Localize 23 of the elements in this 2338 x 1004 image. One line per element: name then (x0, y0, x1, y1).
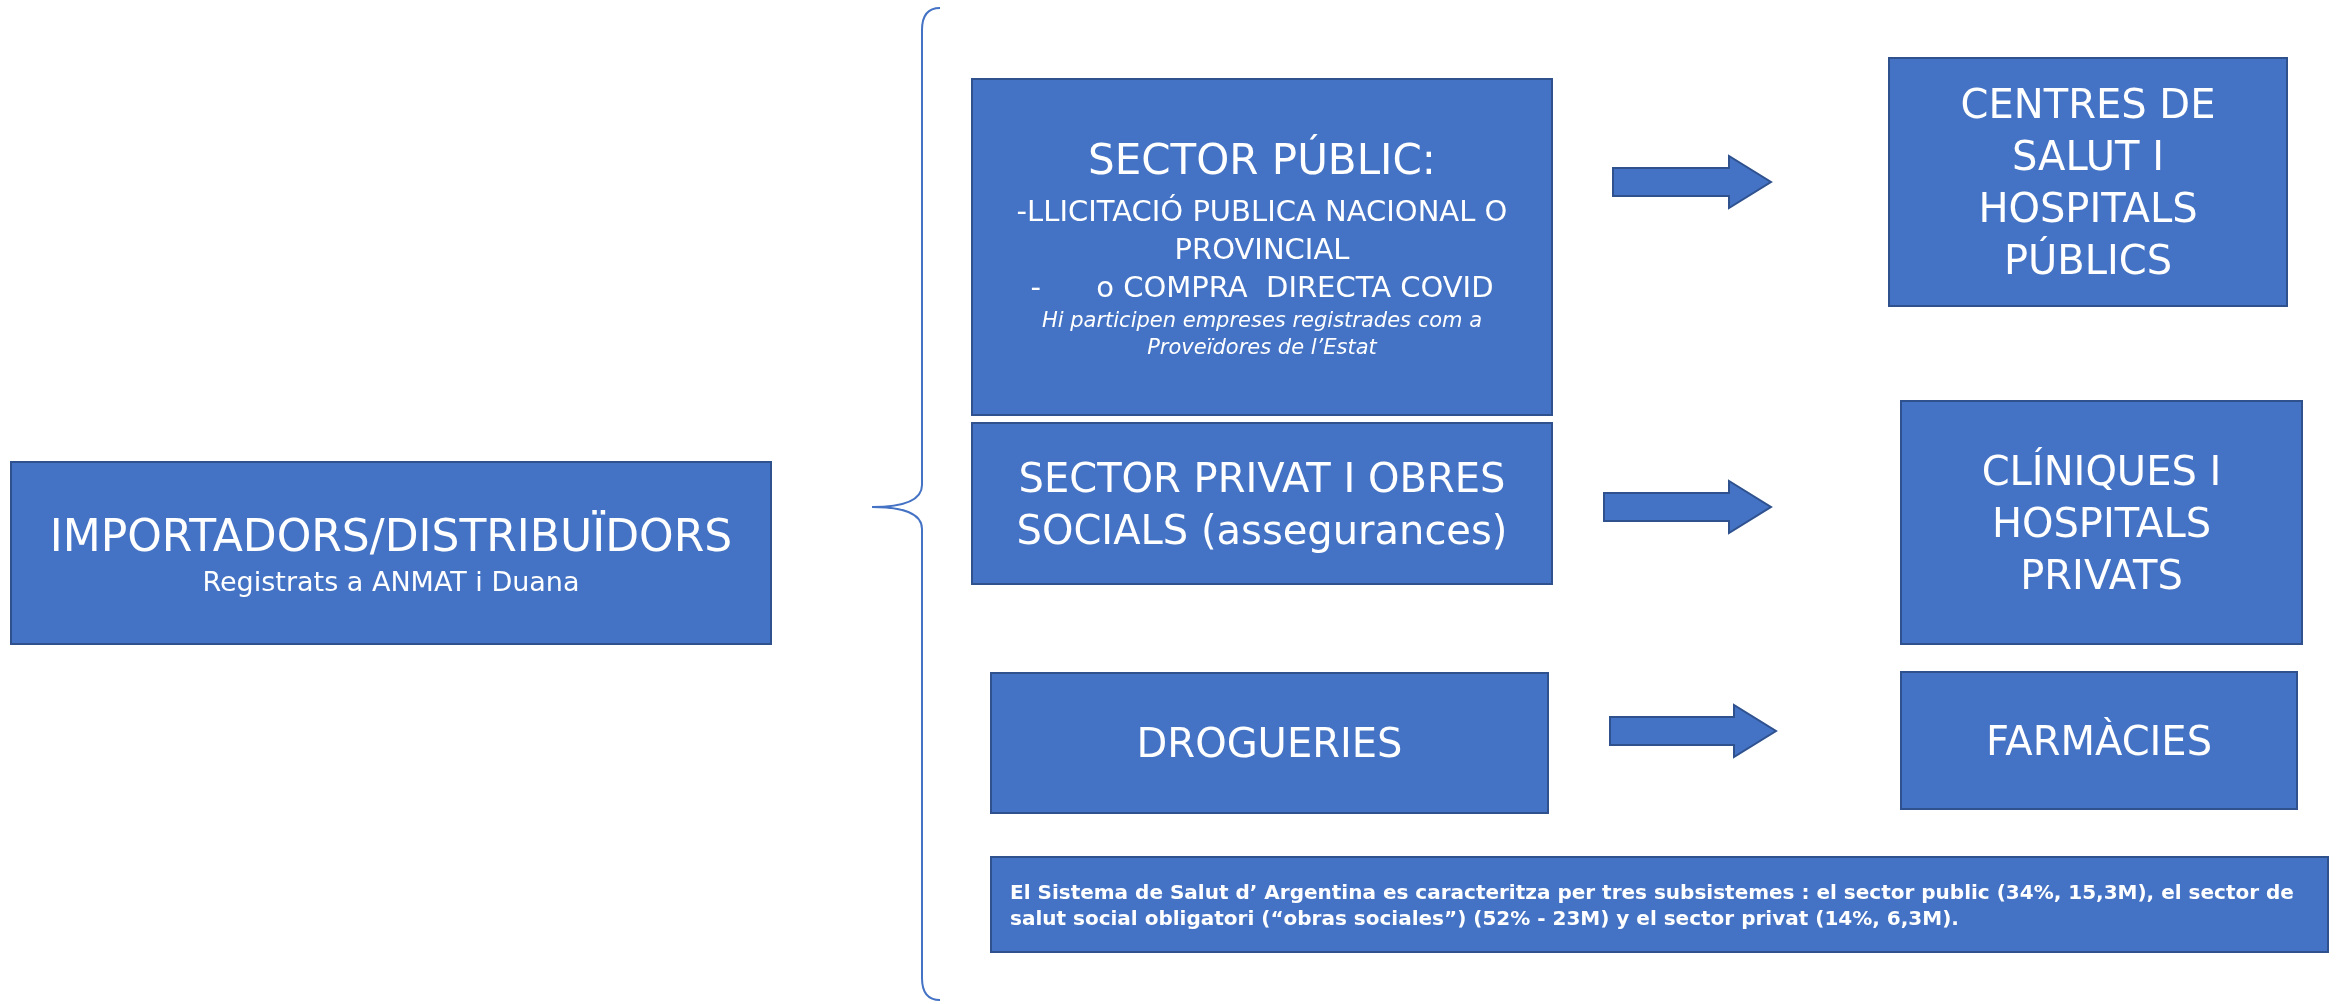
box-label: CENTRES DE SALUT I HOSPITALS PÚBLICS (1959, 80, 2217, 285)
subtitle: Registrats a ANMAT i Duana (202, 565, 580, 600)
note-text: El Sistema de Salut d’ Argentina es caracteritza per tres subsistemes : el sector public (34%, 15,3M), el sector de salut social obligatori (“obras sociales”) (52% - 23M) y el sector privat (14%, 6,3M). (1010, 878, 2295, 931)
list-item: - o COMPRA DIRECTA COVID (1030, 268, 1494, 306)
process-box (1900, 671, 2298, 810)
process-box (1888, 57, 2288, 307)
box-label: DROGUERIES (1136, 719, 1403, 768)
box-label: FARMÀCIES (1985, 716, 2213, 766)
block-arrow (1609, 703, 1778, 759)
block-arrow (1603, 479, 1773, 535)
note-text: Hi participen empreses registrades com a Proveïdores de l’Estat (1040, 306, 1484, 361)
block-arrow (1612, 154, 1773, 210)
box-label: SECTOR PRIVAT I OBRES SOCIALS (assegurances) (1015, 453, 1509, 555)
box-label: CLÍNIQUES I HOSPITALS PRIVATS (1980, 446, 2223, 600)
note-box (990, 856, 2329, 953)
list-item: -LLICITACIÓ PUBLICA NACIONAL O PROVINCIAL (1015, 193, 1509, 269)
heading: SECTOR PÚBLIC: (1088, 133, 1436, 186)
main-label: IMPORTADORS/DISTRIBUÏDORS (49, 508, 733, 563)
process-box (1900, 400, 2303, 645)
process-box (971, 78, 1553, 416)
process-box (971, 422, 1553, 585)
process-box (990, 672, 1549, 814)
process-box (10, 461, 772, 645)
